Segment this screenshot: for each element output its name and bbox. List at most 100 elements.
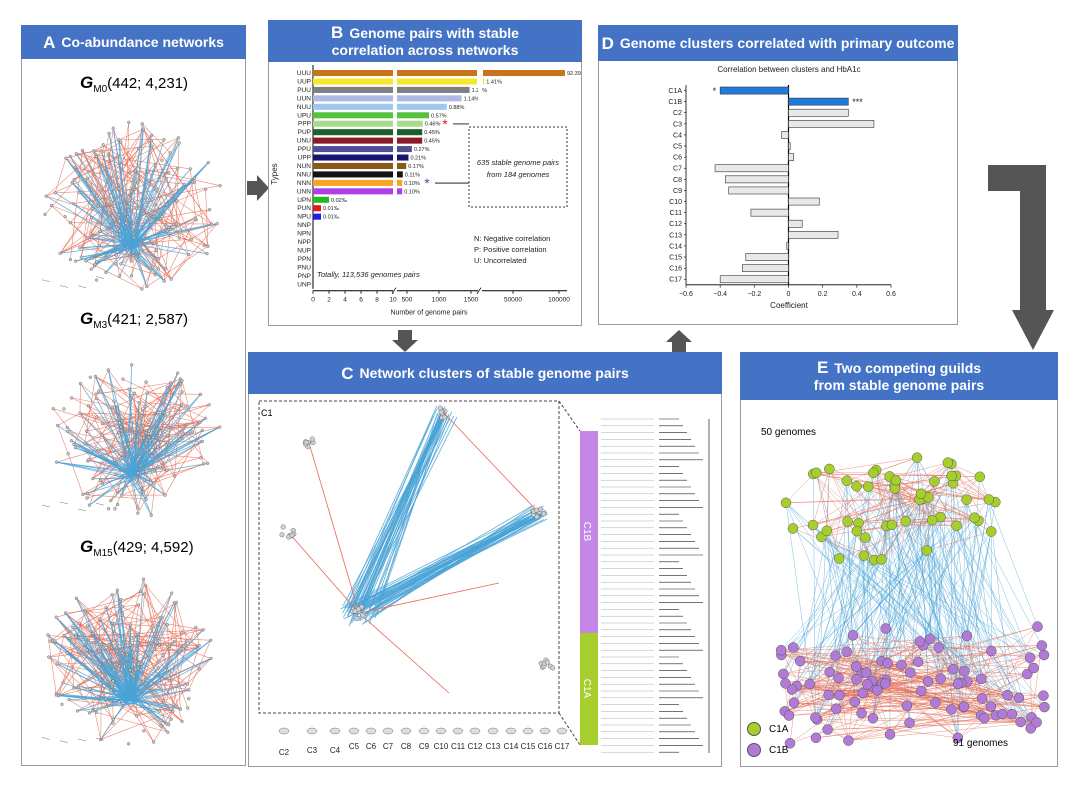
small-component-edge bbox=[41, 737, 51, 740]
node bbox=[161, 653, 165, 657]
panel-c-letter: C bbox=[341, 363, 354, 383]
node bbox=[53, 191, 57, 195]
red-edge bbox=[817, 682, 962, 720]
blue-edge bbox=[79, 243, 134, 249]
category-label: UNN bbox=[297, 188, 311, 195]
node bbox=[143, 592, 147, 596]
red-edge bbox=[120, 263, 156, 276]
node bbox=[111, 717, 115, 722]
node bbox=[144, 583, 148, 587]
node bbox=[177, 141, 181, 145]
x-tick-label: 500 bbox=[402, 297, 413, 304]
red-edge bbox=[181, 380, 204, 465]
blue-edge bbox=[133, 676, 137, 700]
mini-cluster-node bbox=[522, 727, 534, 735]
node bbox=[109, 688, 113, 692]
node bbox=[67, 698, 71, 702]
c1b-node bbox=[810, 732, 822, 744]
red-edge bbox=[86, 416, 98, 432]
blue-edge bbox=[134, 473, 152, 516]
node bbox=[157, 709, 161, 713]
blue-edge bbox=[66, 652, 124, 701]
blue-edge bbox=[135, 443, 147, 474]
blue-edge bbox=[951, 463, 992, 707]
node bbox=[117, 430, 121, 435]
blue-edge bbox=[130, 425, 144, 476]
node bbox=[128, 623, 133, 627]
red-edge bbox=[159, 627, 197, 712]
bar-segment bbox=[397, 120, 423, 127]
bar-value-label: 0.01‰ bbox=[323, 206, 340, 212]
red-edge bbox=[170, 254, 189, 280]
blue-edge bbox=[130, 688, 162, 695]
red-edge bbox=[112, 623, 154, 627]
graph-label-m0: GM0(442; 4,231) bbox=[80, 73, 189, 95]
bar bbox=[781, 131, 789, 139]
node bbox=[162, 279, 166, 283]
blue-edge bbox=[99, 618, 139, 698]
blue-edge bbox=[132, 242, 166, 269]
node bbox=[44, 194, 48, 198]
red-edge bbox=[186, 640, 200, 646]
node bbox=[175, 199, 179, 203]
c1b-node bbox=[871, 685, 883, 696]
node bbox=[101, 143, 105, 147]
red-edge bbox=[781, 654, 857, 667]
c1a-node bbox=[926, 514, 938, 526]
red-edge bbox=[856, 517, 975, 532]
node bbox=[126, 215, 130, 219]
node bbox=[100, 481, 105, 486]
node bbox=[131, 200, 136, 205]
category-label: PUU bbox=[297, 87, 311, 94]
mini-cluster-node bbox=[452, 727, 464, 735]
node bbox=[189, 237, 194, 241]
bar-segment bbox=[483, 78, 485, 85]
node bbox=[93, 262, 97, 266]
node bbox=[147, 418, 151, 422]
red-edge bbox=[112, 407, 160, 429]
node bbox=[134, 668, 138, 672]
node bbox=[72, 686, 76, 690]
bar-segment bbox=[397, 179, 403, 186]
bar-segment bbox=[313, 78, 393, 85]
c1-dashed-box bbox=[258, 400, 560, 714]
node bbox=[85, 176, 90, 180]
node bbox=[145, 200, 150, 205]
red-edge bbox=[926, 531, 992, 551]
red-edge bbox=[871, 686, 936, 703]
red-edge bbox=[122, 378, 206, 419]
c1a-node bbox=[860, 532, 871, 543]
c1a-bar: C1A bbox=[580, 633, 598, 745]
marker-red: * bbox=[442, 116, 448, 132]
red-edge bbox=[79, 412, 126, 431]
cluster-label: C13 bbox=[486, 742, 501, 751]
node bbox=[203, 416, 208, 420]
node bbox=[437, 405, 443, 411]
blue-edge bbox=[956, 525, 1020, 698]
node bbox=[65, 425, 69, 430]
red-edge bbox=[163, 700, 181, 710]
small-component-edge bbox=[59, 740, 69, 743]
c1a-node bbox=[824, 463, 835, 475]
red-edge bbox=[141, 123, 171, 154]
blue-edge bbox=[838, 480, 848, 679]
panel-b-letter: B bbox=[331, 22, 344, 42]
mini-cluster-node bbox=[556, 727, 568, 735]
blue-edge bbox=[99, 230, 136, 249]
node bbox=[205, 461, 210, 465]
red-edge bbox=[173, 224, 209, 247]
red-edge bbox=[96, 382, 171, 395]
red-edge bbox=[81, 154, 96, 258]
node bbox=[132, 438, 136, 442]
small-component-edge bbox=[95, 502, 105, 506]
red-edge bbox=[848, 715, 996, 741]
node bbox=[97, 665, 101, 669]
red-edge bbox=[47, 634, 114, 720]
node bbox=[115, 232, 119, 236]
node bbox=[54, 691, 59, 696]
c1a-node bbox=[876, 554, 887, 565]
blue-edge bbox=[86, 430, 130, 477]
cluster-label: C16 bbox=[538, 742, 553, 751]
category-label: PPN bbox=[298, 256, 312, 263]
node bbox=[218, 425, 222, 429]
